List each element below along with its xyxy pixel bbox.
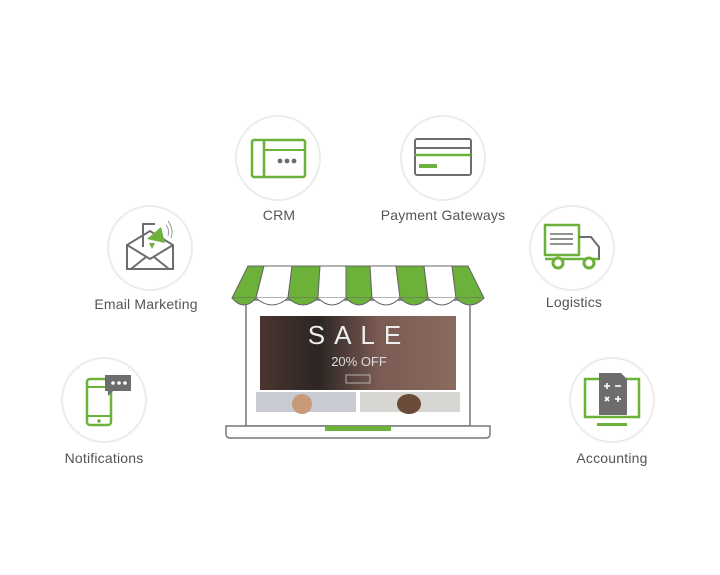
crm-node <box>235 115 321 201</box>
payment-gateways-node <box>400 115 486 201</box>
laptop-storefront: SALE 20% OFF <box>224 262 492 440</box>
accounting-node <box>569 357 655 443</box>
logistics-label: Logistics <box>545 294 603 310</box>
delivery-truck-icon <box>543 223 600 270</box>
email-marketing-label: Email Marketing <box>94 296 198 312</box>
calculator-monitor-icon <box>583 373 641 426</box>
banner-offer: 20% OFF <box>331 354 387 369</box>
notifications-label: Notifications <box>64 450 144 466</box>
banner-title: SALE <box>307 320 411 350</box>
browser-window-icon <box>250 138 307 179</box>
notifications-node <box>61 357 147 443</box>
crm-label: CRM <box>262 207 296 223</box>
smartphone-chat-icon <box>85 375 131 427</box>
envelope-megaphone-icon <box>126 220 174 270</box>
accounting-label: Accounting <box>576 450 648 466</box>
payment-gateways-label: Payment Gateways <box>380 207 506 223</box>
logistics-node <box>529 205 615 291</box>
email-marketing-node <box>107 205 193 291</box>
laptop-store-awning-icon <box>225 265 491 439</box>
credit-card-icon <box>414 138 472 176</box>
